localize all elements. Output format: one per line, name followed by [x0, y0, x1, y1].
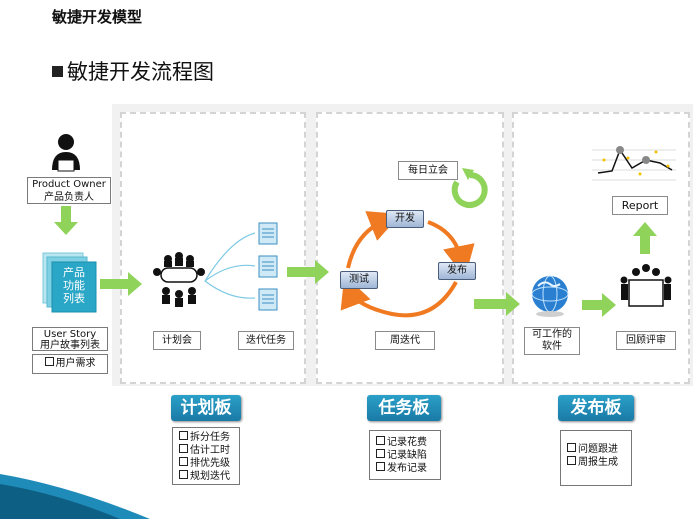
list-item: 估计工时 [179, 444, 233, 457]
backlog-stack-label: 产品 功能 列表 [52, 266, 96, 305]
arrow-right-icon [582, 293, 616, 317]
globe-icon [531, 275, 569, 317]
task-document-icon [258, 222, 278, 311]
list-item: 记录花费 [376, 436, 434, 449]
working-software-line: 软件 [542, 341, 562, 352]
checkbox-icon [179, 431, 188, 440]
weekly-iteration-label: 周迭代 [375, 331, 435, 350]
checkbox-icon [179, 444, 188, 453]
arrow-right-icon [100, 272, 142, 296]
checkbox-icon [376, 449, 385, 458]
user-requirement-label: 用户需求 [55, 358, 96, 369]
meeting-icon [153, 252, 205, 307]
list-item: 问题跟进 [567, 443, 625, 456]
page-subtitle: 敏捷开发流程图 [52, 56, 214, 86]
product-owner-label-zh: 产品负责人 [44, 192, 94, 203]
bullet-square-icon [52, 66, 63, 77]
release-board-checklist: 问题跟进 周报生成 [560, 430, 632, 486]
backlog-stack-icon [42, 252, 97, 313]
iteration-tasks-label: 迭代任务 [238, 331, 294, 350]
list-item: 记录缺陷 [376, 449, 434, 462]
review-meeting-icon [620, 264, 672, 307]
stage-test: 测试 [340, 271, 378, 289]
arrow-up-icon [633, 222, 657, 254]
checkbox-icon [567, 443, 576, 452]
list-item: 发布记录 [376, 462, 434, 475]
product-owner-icon [52, 134, 80, 172]
daily-standup-label: 每日立会 [398, 161, 458, 180]
plan-board-checklist: 拆分任务 估计工时 排优先级 规划迭代 [172, 427, 240, 485]
release-board-title: 发布板 [558, 395, 634, 421]
backlog-line: 产品 [63, 266, 85, 279]
backlog-line: 功能 [63, 279, 85, 292]
stage-develop: 开发 [386, 210, 424, 228]
checkbox-icon [376, 436, 385, 445]
stage-release: 发布 [438, 262, 476, 280]
report-chart-icon [590, 142, 678, 188]
list-item: 规划迭代 [179, 470, 233, 483]
plan-board-title: 计划板 [171, 395, 241, 421]
user-requirement-box: 用户需求 [32, 354, 108, 374]
checkbox-icon [567, 456, 576, 465]
iteration-cycle-icon [340, 211, 475, 318]
checkbox-icon [179, 470, 188, 479]
task-fan-lines [204, 232, 256, 299]
user-story-label-zh: 用户故事列表 [40, 340, 100, 351]
report-label: Report [612, 196, 668, 215]
product-owner-label-en: Product Owner [32, 179, 106, 190]
working-software-label: 可工作的 软件 [524, 327, 580, 355]
arrow-right-icon [287, 260, 329, 284]
task-board-checklist: 记录花费 记录缺陷 发布记录 [369, 430, 441, 480]
page-title: 敏捷开发模型 [52, 8, 143, 26]
checkbox-icon [179, 457, 188, 466]
user-story-label-en: User Story [43, 329, 97, 340]
list-item: 周报生成 [567, 456, 625, 469]
product-owner-box: Product Owner 产品负责人 [27, 177, 111, 204]
task-board-title: 任务板 [367, 395, 441, 421]
planning-meeting-label: 计划会 [153, 331, 201, 350]
user-story-box: User Story 用户故事列表 [32, 327, 108, 351]
arrow-down-icon [54, 206, 78, 235]
checkbox-icon [44, 357, 54, 366]
subtitle-text: 敏捷开发流程图 [67, 60, 214, 84]
arrow-right-icon [474, 292, 520, 316]
backlog-line: 列表 [63, 292, 85, 305]
working-software-line: 可工作的 [532, 329, 572, 340]
refresh-cycle-icon [451, 168, 488, 208]
review-label: 回顾评审 [616, 331, 676, 350]
list-item: 拆分任务 [179, 431, 233, 444]
list-item: 排优先级 [179, 457, 233, 470]
checkbox-icon [376, 462, 385, 471]
